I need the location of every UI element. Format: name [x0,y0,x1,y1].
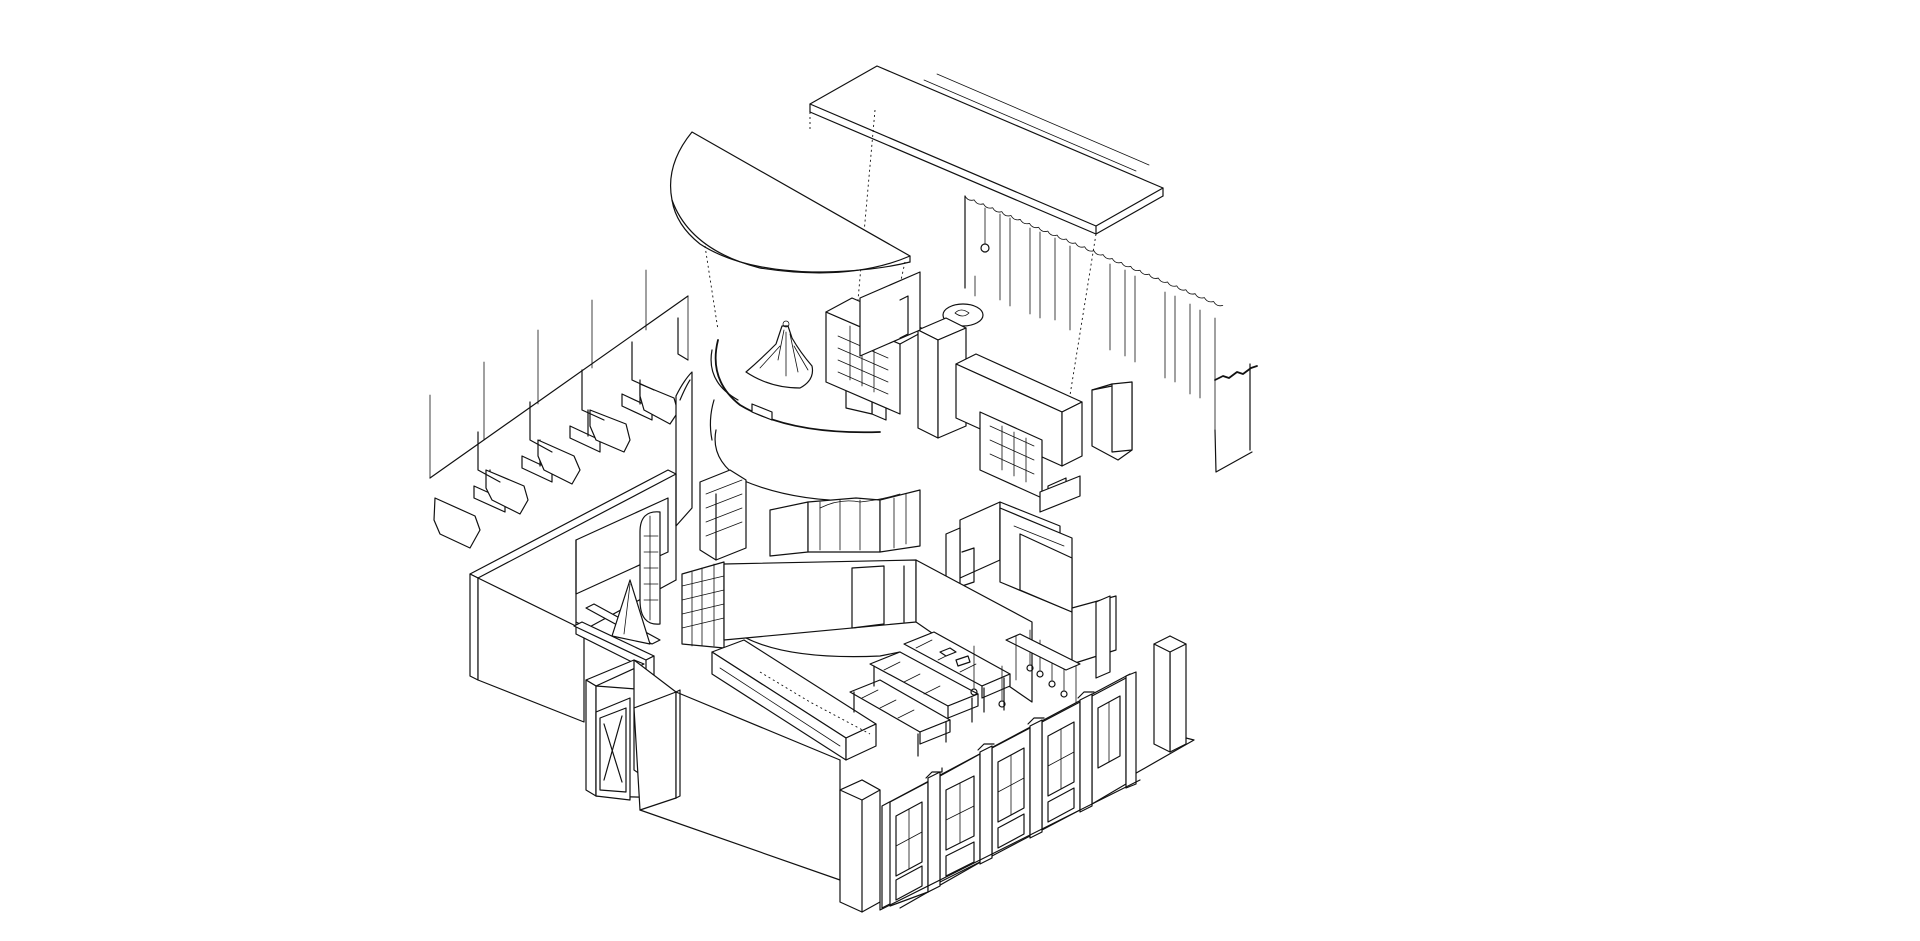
display-booths [429,269,689,549]
entrance-block [585,659,841,881]
second-storey-walls [699,469,1081,613]
curved-screen [675,371,906,527]
storefront-facade [839,671,1141,913]
facade-bay [939,753,981,883]
facade-bay [1041,701,1081,831]
pendant-lamps [970,629,1081,708]
curtain-wall [964,195,1258,473]
roof-slab-right [809,65,1164,421]
ceiling-semicircle [669,131,911,331]
facade-bay [1091,677,1127,805]
facade-bay [889,781,929,907]
workbench-tables [711,631,1011,761]
shelving-units [825,271,1133,499]
facade-pilaster [927,671,1137,893]
main-floor-walls [469,469,1195,909]
facade-bay [991,727,1031,857]
